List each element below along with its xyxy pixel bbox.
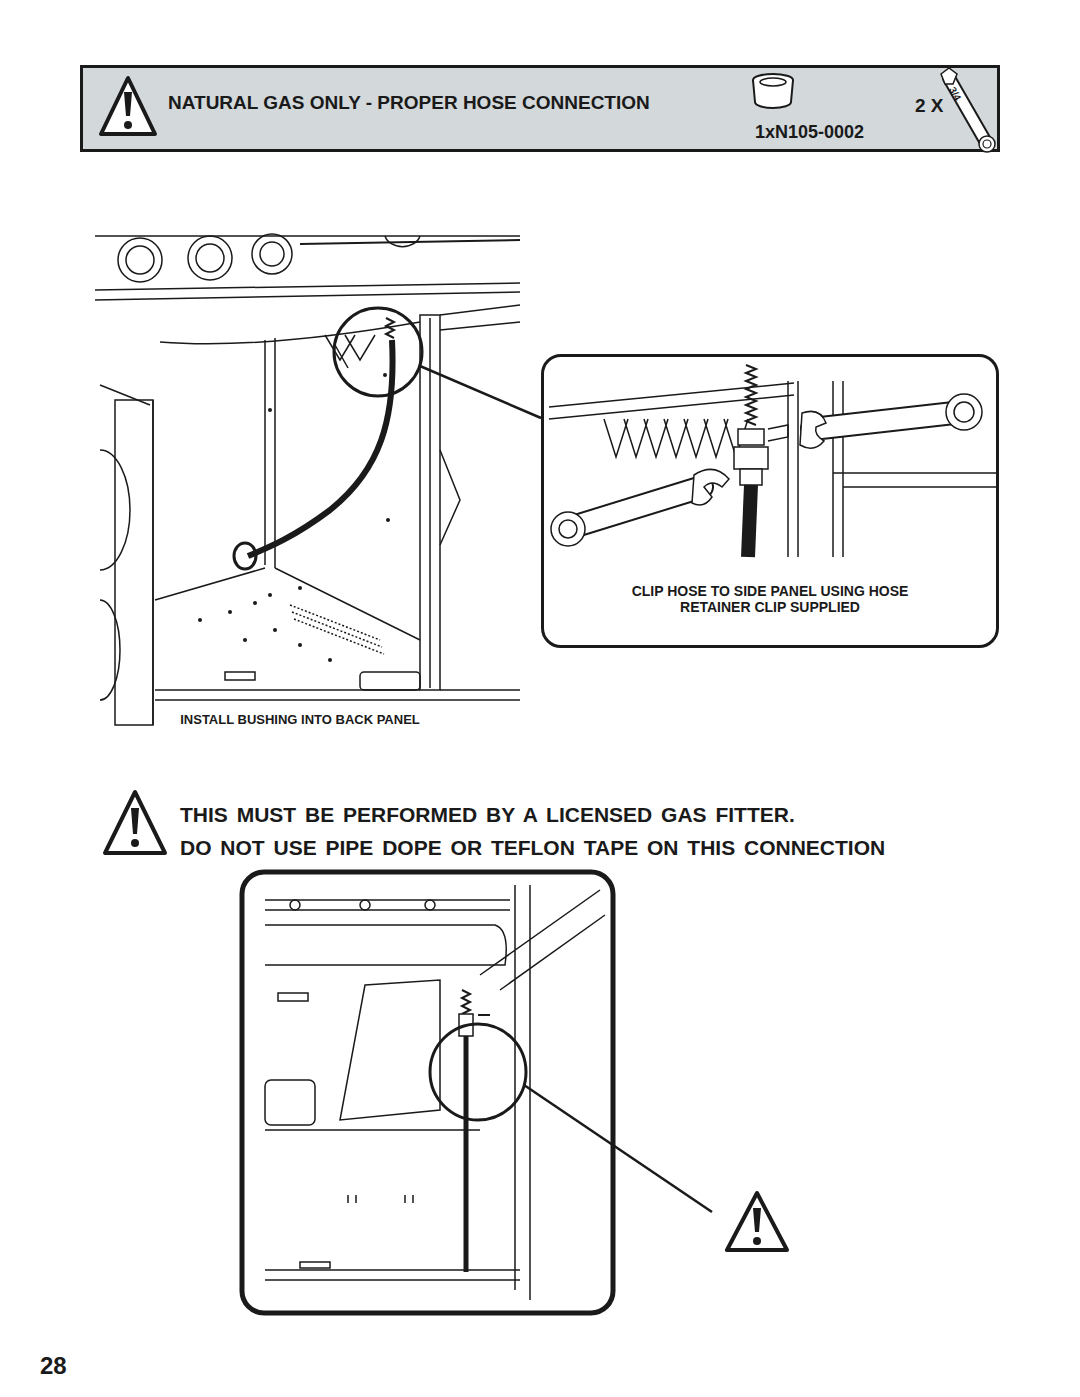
callout-text: CLIP HOSE TO SIDE PANEL USING HOSE RETAI… xyxy=(620,583,920,615)
callout-box: CLIP HOSE TO SIDE PANEL USING HOSE RETAI… xyxy=(541,354,999,648)
warning-text: THIS MUST BE PERFORMED BY A LICENSED GAS… xyxy=(180,803,795,827)
banner-text: NATURAL GAS ONLY - PROPER HOSE CONNECTIO… xyxy=(168,92,650,114)
grill-cabinet xyxy=(95,234,541,725)
instruction-note: INSTALL BUSHING INTO BACK PANEL xyxy=(180,713,420,728)
warning-symbol xyxy=(727,1193,787,1250)
banner-icons xyxy=(101,68,995,152)
page-number: 28 xyxy=(40,1352,67,1380)
hose-fitting-closeup xyxy=(549,365,999,557)
warning-text: DO NOT USE PIPE DOPE OR TEFLON TAPE ON T… xyxy=(180,836,885,860)
banner-text: 2 X xyxy=(915,95,944,117)
header-banner: NATURAL GAS ONLY - PROPER HOSE CONNECTIO… xyxy=(80,65,1000,152)
warning-symbol xyxy=(105,792,165,853)
hose-detail-view xyxy=(242,872,712,1313)
banner-text: 1xN105-0002 xyxy=(755,122,864,143)
